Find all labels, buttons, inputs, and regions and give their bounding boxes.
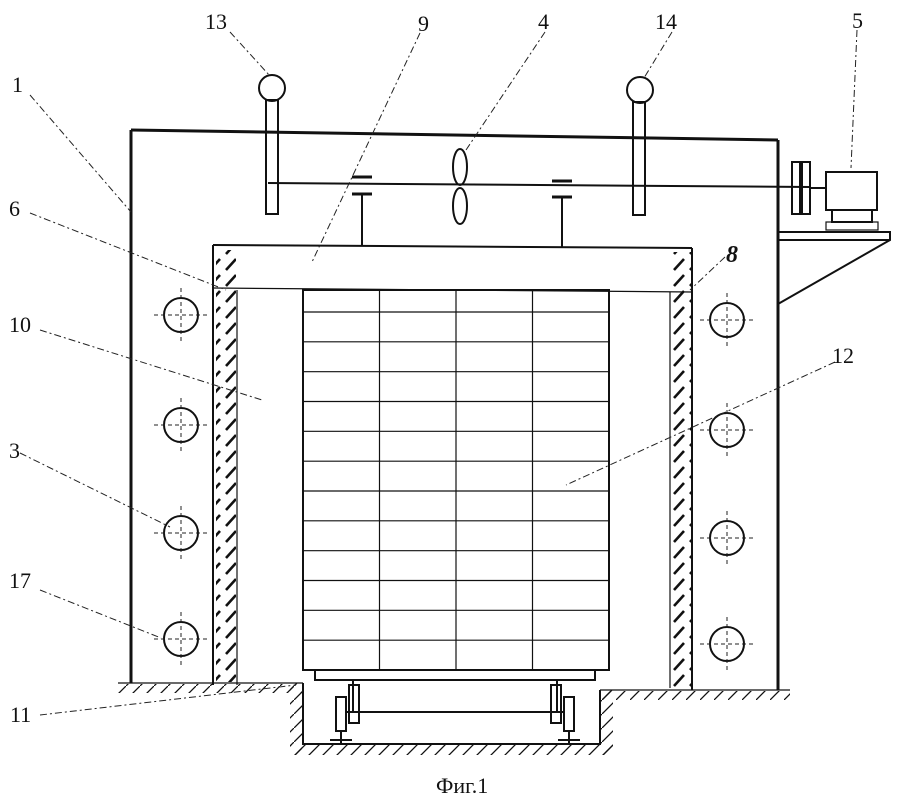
motor-assembly bbox=[777, 161, 891, 305]
inner-chamber bbox=[212, 244, 693, 690]
motor-body bbox=[825, 171, 878, 211]
pit bbox=[290, 683, 613, 755]
heater bbox=[700, 511, 754, 565]
figure-caption: Фиг.1 bbox=[436, 773, 488, 798]
thermocouple-13 bbox=[258, 74, 286, 215]
label-9: 9 bbox=[418, 11, 429, 36]
thermocouple-14 bbox=[626, 76, 654, 216]
label-17: 17 bbox=[9, 568, 31, 593]
label-11: 11 bbox=[10, 702, 31, 727]
heater bbox=[700, 617, 754, 671]
label-8: 8 bbox=[726, 242, 738, 268]
fan-blade-lower bbox=[452, 187, 468, 225]
heater bbox=[700, 293, 754, 347]
ground bbox=[118, 682, 790, 700]
label-13: 13 bbox=[205, 9, 227, 34]
label-3: 3 bbox=[9, 438, 20, 463]
fan-blade-upper bbox=[452, 148, 468, 186]
label-1: 1 bbox=[12, 72, 23, 97]
label-4: 4 bbox=[538, 9, 549, 34]
heater bbox=[154, 288, 208, 342]
heater bbox=[154, 506, 208, 560]
heater bbox=[700, 403, 754, 457]
fan-assembly bbox=[267, 148, 811, 247]
stacked-load bbox=[302, 289, 610, 671]
bogie-cart bbox=[314, 669, 596, 744]
label-12: 12 bbox=[832, 343, 854, 368]
reference-labels: 1 6 10 3 17 11 13 9 4 14 5 8 12 bbox=[9, 8, 863, 727]
label-10: 10 bbox=[9, 312, 31, 337]
label-14: 14 bbox=[655, 9, 677, 34]
heater bbox=[154, 612, 208, 666]
label-5: 5 bbox=[852, 8, 863, 33]
label-6: 6 bbox=[9, 196, 20, 221]
heaters bbox=[154, 288, 754, 671]
heater bbox=[154, 398, 208, 452]
leader-lines bbox=[19, 29, 858, 716]
